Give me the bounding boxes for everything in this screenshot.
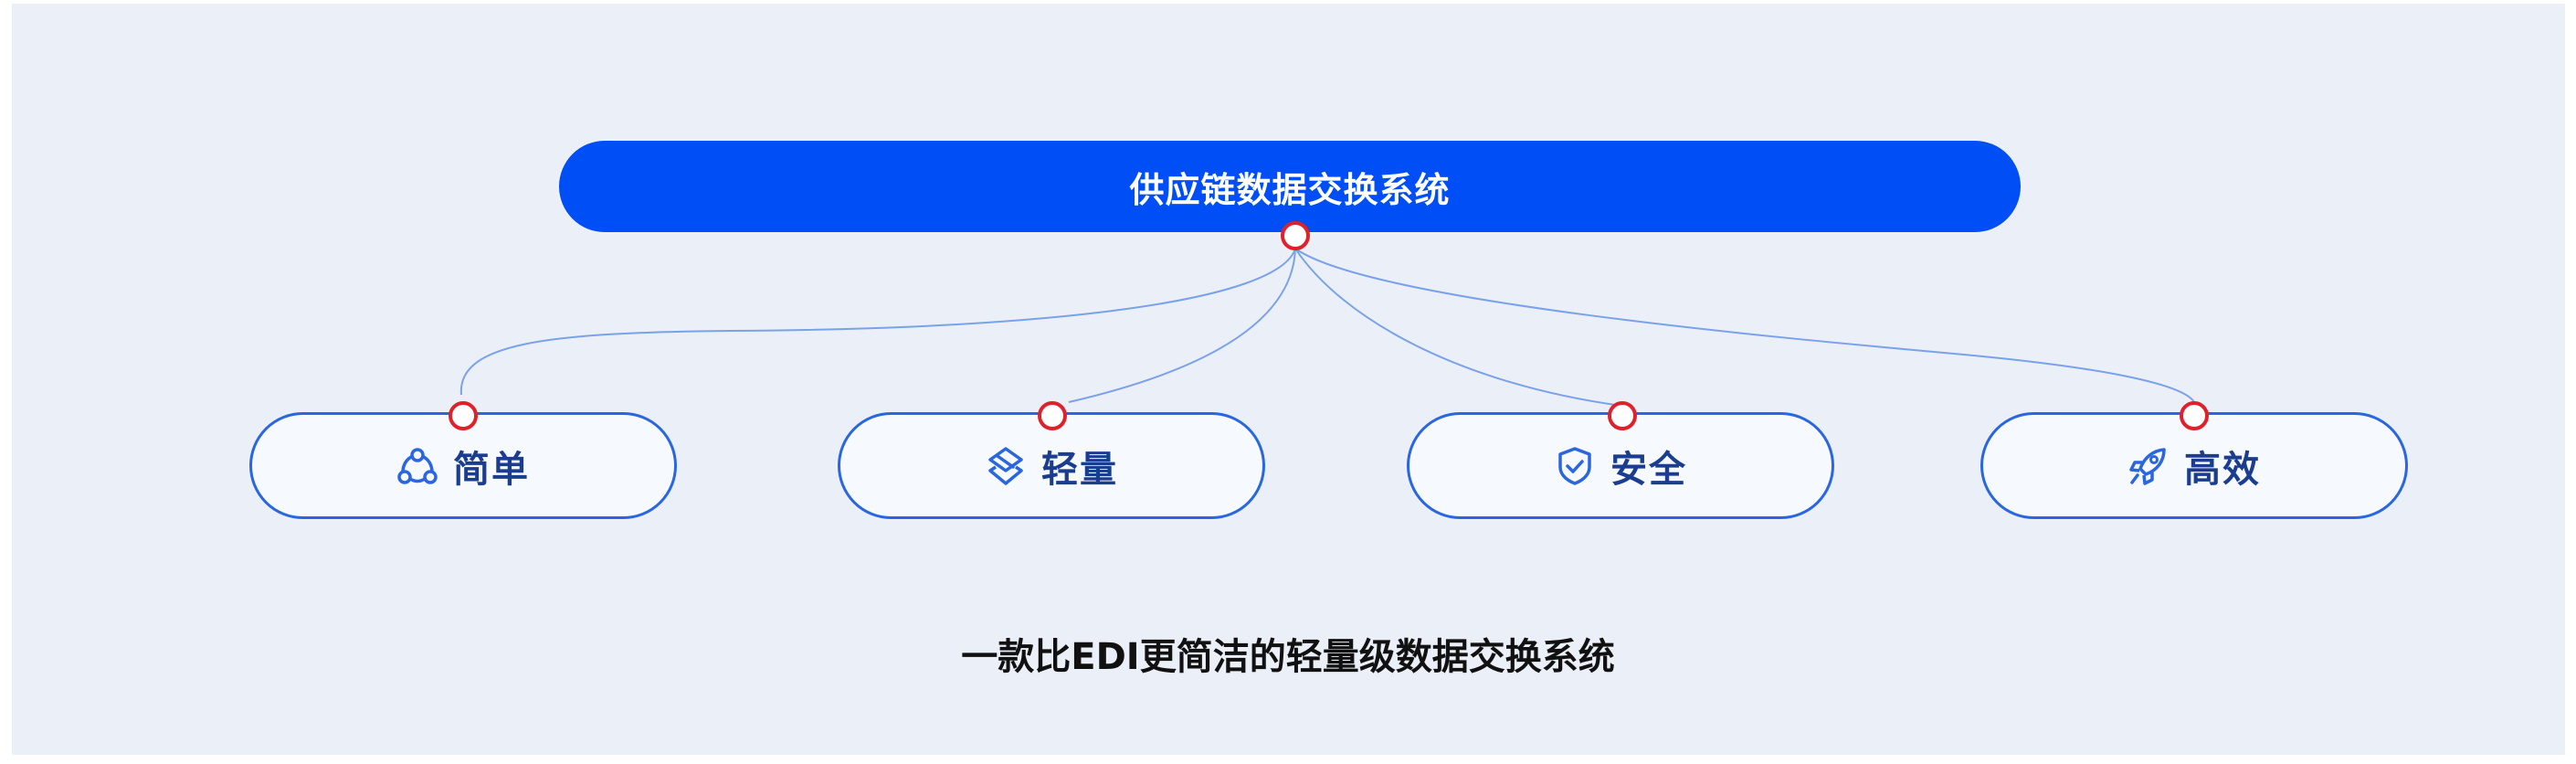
child-node-label: 简单	[453, 448, 530, 491]
root-port	[1281, 221, 1310, 250]
diagram-caption: 一款比EDI更简洁的轻量级数据交换系统	[961, 636, 1615, 678]
child-port-simple	[449, 401, 478, 430]
child-port-light	[1038, 401, 1067, 430]
child-port-efficient	[2180, 401, 2209, 430]
share-nodes-icon	[396, 445, 438, 487]
rocket-icon	[2127, 445, 2170, 487]
root-node: 供应链数据交换系统	[559, 141, 2021, 232]
connector-simple	[459, 248, 1296, 396]
connector-light	[1068, 248, 1296, 403]
layers-icon	[985, 445, 1027, 487]
child-port-secure	[1608, 401, 1637, 430]
connector-secure	[1294, 248, 1622, 407]
shield-check-icon	[1554, 445, 1596, 487]
child-node-label: 轻量	[1041, 448, 1118, 491]
child-node-label: 安全	[1610, 448, 1687, 491]
connector-efficient	[1294, 248, 2195, 403]
root-node-label: 供应链数据交换系统	[1129, 169, 1451, 210]
child-node-label: 高效	[2184, 448, 2261, 491]
